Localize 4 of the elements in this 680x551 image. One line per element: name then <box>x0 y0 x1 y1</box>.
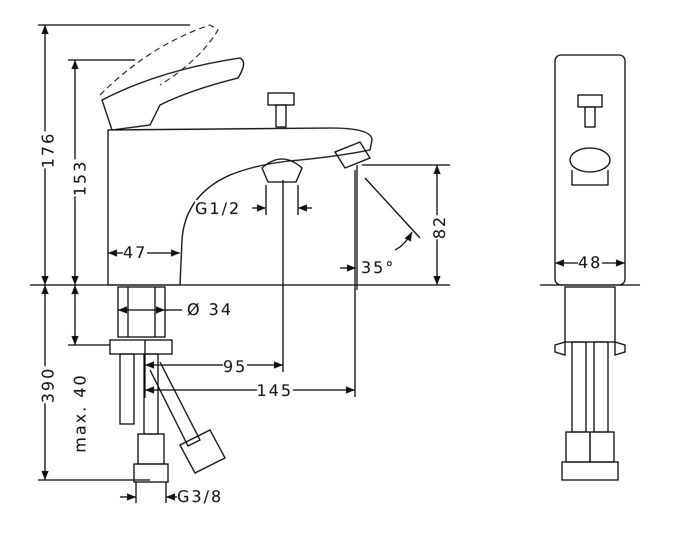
thread-size-label: G3/8 <box>177 488 224 506</box>
dimension-label: 390 <box>38 366 57 404</box>
dimension-label: 153 <box>70 160 89 196</box>
dimension-label: 176 <box>38 132 57 168</box>
